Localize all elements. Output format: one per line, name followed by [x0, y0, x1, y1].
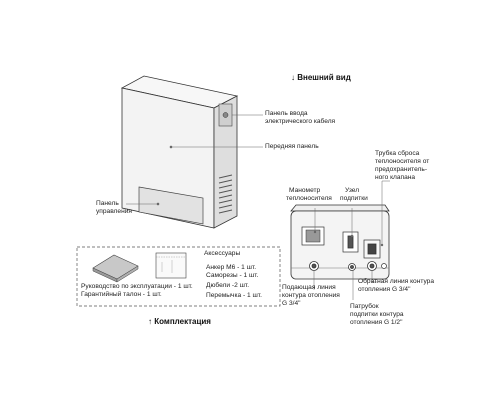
feed-node-label: Узел подпитки: [340, 187, 368, 202]
return-line-label: Обратная линия контура отопления G 3/4": [358, 278, 435, 293]
accessory-item-jumper: Перемычка - 1 шт.: [206, 292, 262, 299]
accessory-item-dowels: Дюбели -2 шт.: [206, 282, 250, 289]
feed-pipe-label: Патрубок подпитки контура отопления G 1/…: [350, 303, 404, 326]
kit-title: Комплектация: [154, 317, 211, 326]
manometer-label: Манометр теплоносителя: [286, 187, 332, 202]
accessory-item-anchor: Анкер М6 - 1 шт.: [206, 264, 257, 271]
accessories-bag: [155, 252, 187, 279]
relief-pipe-label: Трубка сброса теплоносителя от предохран…: [375, 150, 430, 181]
manual-item: Руководство по эксплуатации - 1 шт.: [81, 283, 193, 290]
bottom-view: [290, 204, 390, 280]
boiler-leaders: [126, 114, 263, 206]
bottom-view-top: [290, 204, 390, 212]
accessory-item-screws: Саморезы - 1 шт.: [206, 272, 259, 279]
supply-line-label: Подающая линия контура отопления G 3/4": [282, 284, 340, 307]
external-view-heading: ↓ Внешний вид: [291, 73, 351, 82]
relief-pipe-outlet: [381, 263, 387, 269]
kit-dashed-box: [76, 246, 281, 307]
external-view-title: Внешний вид: [297, 73, 351, 82]
front-panel-label: Передняя панель: [265, 143, 319, 150]
bottom-view-leaders: [313, 180, 390, 300]
arrow-up-icon: ↑: [148, 317, 152, 326]
arrow-down-icon: ↓: [291, 73, 295, 82]
boiler-unit: [120, 75, 239, 229]
control-panel-window: [138, 186, 204, 225]
control-panel-label: Панель управления: [96, 200, 132, 215]
cable-gland: [222, 112, 229, 118]
warranty-item: Гарантийный талон - 1 шт.: [81, 291, 162, 298]
side-vents: [218, 174, 233, 214]
cable-panel-label: Панель ввода электрического кабеля: [265, 110, 336, 125]
accessories-title: Аксессуары: [204, 250, 241, 257]
kit-heading: ↑ Комплектация: [148, 317, 211, 326]
manual-booklet: [92, 254, 139, 283]
